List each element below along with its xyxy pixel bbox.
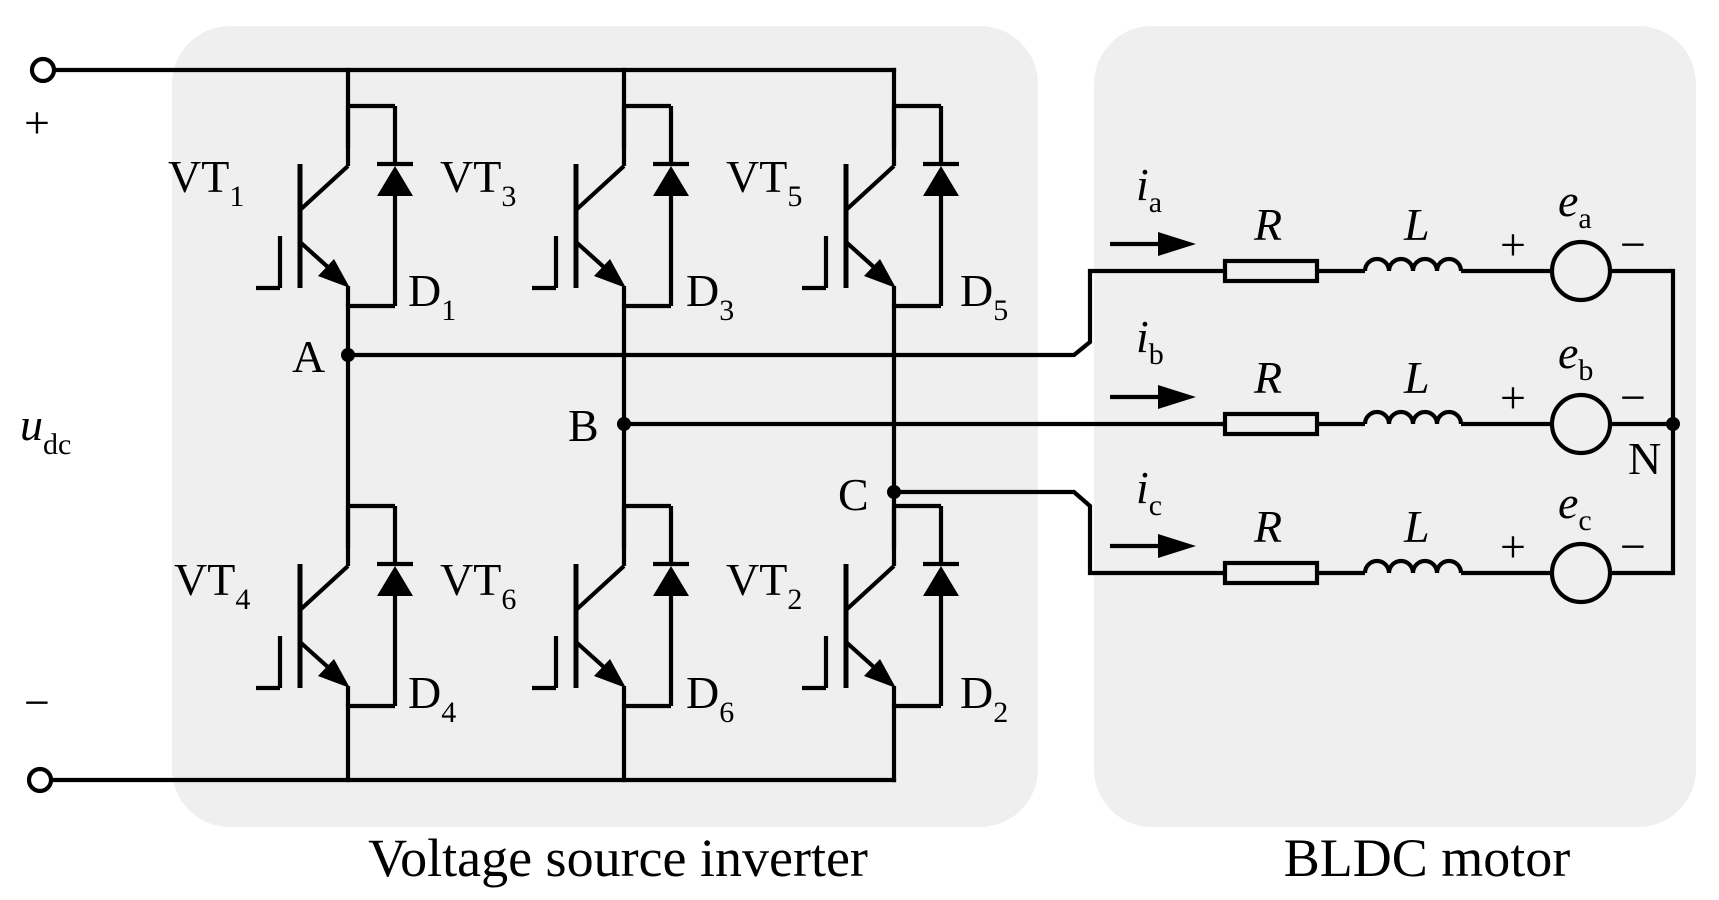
dc-minus-sign: − [24, 677, 50, 728]
node-label-c: C [838, 469, 869, 520]
motor-caption: BLDC motor [1284, 828, 1571, 888]
node-b-dot [617, 417, 631, 431]
switch-label-vt2: VT2 [726, 554, 802, 616]
switch-label-vt3: VT3 [440, 151, 516, 213]
diode-label-d6: D6 [686, 667, 734, 729]
node-label-b: B [568, 400, 599, 451]
switch-label-vt6: VT6 [440, 554, 516, 616]
diode-label-d4: D4 [408, 667, 456, 729]
inductor-label-b: L [1403, 352, 1430, 403]
diode-label-d1: D1 [408, 265, 456, 327]
dc-positive-terminal [29, 56, 57, 84]
dc-voltage-label: udc [20, 399, 71, 461]
resistor-label-a: R [1253, 199, 1282, 250]
current-label-ic: ic [1136, 462, 1162, 522]
inverter-caption: Voltage source inverter [368, 828, 868, 888]
emf-minus-c: − [1620, 521, 1646, 572]
switch-label-vt1: VT1 [168, 151, 244, 213]
current-label-ia: ia [1136, 159, 1162, 219]
dc-plus-sign: + [24, 97, 50, 148]
motor-box [1094, 26, 1696, 827]
current-label-ib: ib [1136, 311, 1164, 371]
emf-label-ea: ea [1558, 175, 1592, 235]
emf-minus-a: − [1620, 219, 1646, 270]
emf-plus-b: + [1500, 372, 1526, 423]
emf-plus-a: + [1500, 219, 1526, 270]
inductor-label-a: L [1403, 199, 1430, 250]
node-label-n: N [1628, 433, 1661, 484]
diode-label-d5: D5 [960, 265, 1008, 327]
resistor-label-b: R [1253, 352, 1282, 403]
emf-plus-c: + [1500, 521, 1526, 572]
node-a-dot [341, 348, 355, 362]
resistor-label-c: R [1253, 501, 1282, 552]
emf-minus-b: − [1620, 372, 1646, 423]
diode-label-d2: D2 [960, 667, 1008, 729]
switch-label-vt5: VT5 [726, 151, 802, 213]
inductor-label-c: L [1403, 501, 1430, 552]
dc-negative-terminal [26, 766, 54, 794]
emf-label-eb: eb [1558, 327, 1593, 387]
node-label-a: A [292, 331, 325, 382]
neutral-dot [1666, 417, 1680, 431]
emf-label-ec: ec [1558, 477, 1592, 537]
node-c-dot [887, 485, 901, 499]
inverter-box [172, 26, 1038, 827]
switch-label-vt4: VT4 [174, 554, 250, 616]
diode-label-d3: D3 [686, 265, 734, 327]
